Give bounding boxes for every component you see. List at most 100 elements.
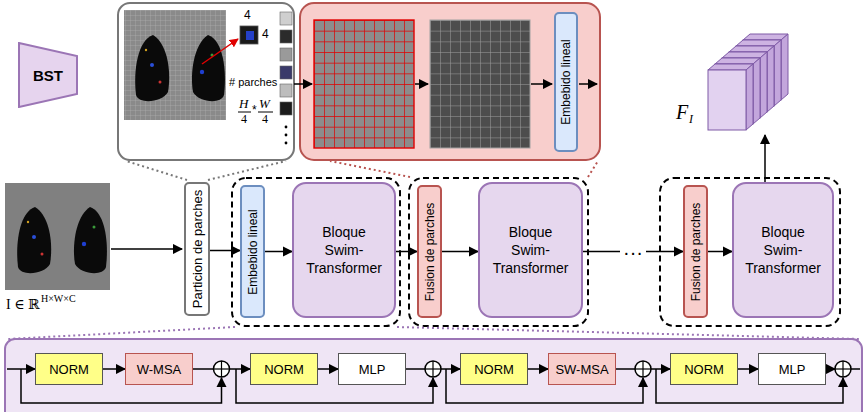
output-line — [826, 368, 835, 370]
node-text: Bloque Swim-Transformer — [302, 223, 386, 278]
sum-cross — [642, 361, 643, 377]
flow-arrow — [294, 83, 312, 85]
node-text: Particion de parches — [191, 190, 204, 309]
fraction-term: H — [239, 97, 248, 112]
sum-cross — [221, 361, 222, 377]
cube-slice-side — [746, 64, 753, 130]
cube-slice-side — [767, 46, 774, 112]
token-grid — [430, 20, 530, 148]
sum-cross — [842, 361, 843, 377]
fraction-term: W — [259, 97, 270, 112]
cube-slice-side — [760, 52, 767, 118]
feature-cube: FI — [668, 30, 798, 135]
node-text: SW-MSA — [555, 362, 608, 377]
node-text: Fusion de parches — [690, 202, 702, 301]
norm-box: NORM — [670, 353, 738, 385]
mlp-box: MLP — [758, 353, 826, 385]
stage-group — [409, 178, 588, 326]
flow-arrow — [531, 83, 552, 85]
zoom-leader — [8, 327, 235, 339]
sum-circle — [835, 361, 851, 377]
output-line — [851, 368, 860, 370]
connector — [318, 368, 338, 370]
sum-symbol — [835, 361, 851, 377]
fraction-term: 4 — [262, 113, 268, 127]
connector — [442, 251, 478, 253]
block-detail-panel — [5, 339, 862, 412]
node-text: NORM — [264, 362, 304, 377]
mlp-box: MLP — [338, 353, 406, 385]
zoom-patch — [240, 26, 258, 44]
patch-size: 4 — [262, 28, 269, 42]
input-symbol: I ∈ ℝ — [6, 297, 40, 313]
zoom-leader — [126, 161, 187, 180]
transformer-block: Bloque Swim-Transformer — [478, 182, 583, 318]
sum-cross — [432, 361, 433, 377]
zoom-arrow — [202, 39, 238, 64]
norm-box: NORM — [35, 353, 103, 385]
connector — [738, 368, 758, 370]
cube-slice-top — [736, 40, 781, 46]
node-text: Embebido lineal — [560, 39, 572, 124]
patch-size: 4 — [244, 9, 251, 23]
patch-count-label: # parches — [229, 76, 277, 89]
node-text: F — [676, 102, 688, 122]
merge-box: Fusion de parches — [683, 185, 708, 318]
edge-label: ··· — [620, 242, 646, 262]
attention-box: W-MSA — [125, 353, 193, 385]
connector — [708, 251, 732, 253]
trapezoid-outline — [19, 43, 77, 107]
node-text: NORM — [684, 362, 724, 377]
connector — [210, 250, 240, 252]
patch-inset — [118, 3, 294, 160]
connector — [396, 251, 417, 253]
transformer-block: Bloque Swim-Transformer — [292, 182, 396, 318]
node-text: Bloque Swim-Transformer — [489, 223, 573, 278]
connector — [103, 368, 125, 370]
input-arrow — [111, 248, 182, 250]
cube-slice — [708, 70, 746, 130]
stage-group — [232, 178, 400, 326]
input-image — [5, 183, 110, 290]
sum-circle — [214, 361, 230, 377]
embedding-box: Embebido lineal — [240, 185, 265, 318]
ct-grid — [124, 10, 226, 120]
connector — [764, 135, 766, 182]
partition-box: Particion de parches — [184, 182, 210, 316]
attention-box: SW-MSA — [548, 353, 616, 385]
node-text: BST — [33, 67, 63, 84]
cube-slice-side — [781, 34, 788, 100]
stage-group — [660, 178, 840, 326]
merge-box: Fusion de parches — [417, 185, 442, 318]
lungs — [135, 35, 225, 101]
fraction-term: 4 — [241, 113, 247, 127]
embedding-box: Embebido lineal — [554, 12, 578, 152]
node-text: I — [689, 113, 693, 125]
node-text: Fusion de parches — [424, 202, 436, 301]
norm-box: NORM — [250, 353, 318, 385]
encoder-trapezoid: BST — [18, 42, 78, 108]
embedding-inset — [300, 3, 600, 160]
cube-slice-top — [722, 52, 767, 58]
node-text: Embebido lineal — [247, 209, 259, 294]
patch-grid — [314, 20, 414, 148]
cube-slice-side — [774, 40, 781, 106]
node-text: W-MSA — [137, 362, 182, 377]
sum-circle — [635, 361, 651, 377]
connector — [528, 368, 548, 370]
zoom-leader — [588, 161, 598, 177]
sum-symbol — [635, 361, 651, 377]
input-dims: H×W×C — [41, 293, 76, 305]
norm-box: NORM — [460, 353, 528, 385]
patch-column — [280, 12, 292, 144]
ct-slice — [124, 10, 226, 120]
cube-slice-side — [753, 58, 760, 124]
connector — [265, 251, 292, 253]
node-text: Bloque Swim-Transformer — [741, 223, 825, 278]
operator: * — [252, 104, 257, 118]
sum-symbol — [214, 361, 230, 377]
node-text: MLP — [779, 362, 806, 377]
flow-arrow — [579, 83, 597, 85]
cube-slice-top — [715, 58, 760, 64]
transformer-block: Bloque Swim-Transformer — [732, 182, 834, 318]
